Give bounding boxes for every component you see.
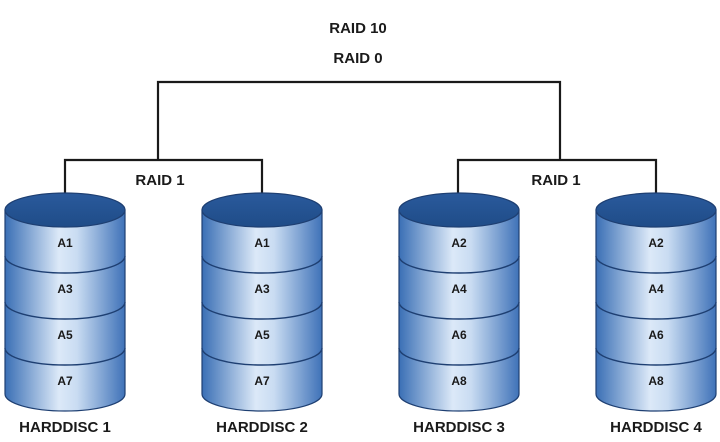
disk-name-label: HARDDISC 1	[19, 419, 111, 436]
block-label: A3	[57, 282, 73, 296]
raid1-right-connector	[456, 158, 658, 210]
block-divider	[4, 255, 126, 274]
raid1-group-label-right: RAID 1	[531, 172, 580, 189]
block-divider	[4, 301, 126, 320]
block-label: A4	[648, 282, 664, 296]
disk-body	[4, 209, 126, 412]
disk-name-label: HARDDISC 3	[413, 419, 505, 436]
block-label: A1	[57, 236, 73, 250]
block-label: A3	[254, 282, 270, 296]
disk-top	[201, 192, 323, 228]
disk-name-label: HARDDISC 4	[610, 419, 702, 436]
block-divider	[595, 255, 717, 274]
block-label: A2	[648, 236, 664, 250]
block-divider	[398, 301, 520, 320]
connector-lines	[63, 80, 658, 210]
block-divider	[201, 255, 323, 274]
block-label: A4	[451, 282, 467, 296]
block-divider	[595, 347, 717, 366]
disk-body	[595, 209, 717, 412]
disk-body	[201, 209, 323, 412]
block-divider	[201, 301, 323, 320]
block-label: A2	[451, 236, 467, 250]
block-label: A5	[57, 328, 73, 342]
block-label: A7	[254, 374, 270, 388]
block-label: A6	[451, 328, 467, 342]
block-label: A1	[254, 236, 270, 250]
disk-body	[398, 209, 520, 412]
raid0-connector	[156, 80, 562, 160]
raid1-group-label-left: RAID 1	[135, 172, 184, 189]
block-divider	[595, 301, 717, 320]
block-label: A8	[451, 374, 467, 388]
diagram-subtitle: RAID 0	[333, 50, 382, 67]
block-label: A7	[57, 374, 73, 388]
raid1-left-connector	[63, 158, 264, 210]
block-divider	[201, 347, 323, 366]
block-divider	[398, 347, 520, 366]
disk-top	[398, 192, 520, 228]
diagram-title: RAID 10	[329, 20, 387, 37]
block-divider	[398, 255, 520, 274]
block-label: A6	[648, 328, 664, 342]
block-label: A5	[254, 328, 270, 342]
block-divider	[4, 347, 126, 366]
disk-name-label: HARDDISC 2	[216, 419, 308, 436]
disk-top	[4, 192, 126, 228]
block-label: A8	[648, 374, 664, 388]
disk-top	[595, 192, 717, 228]
